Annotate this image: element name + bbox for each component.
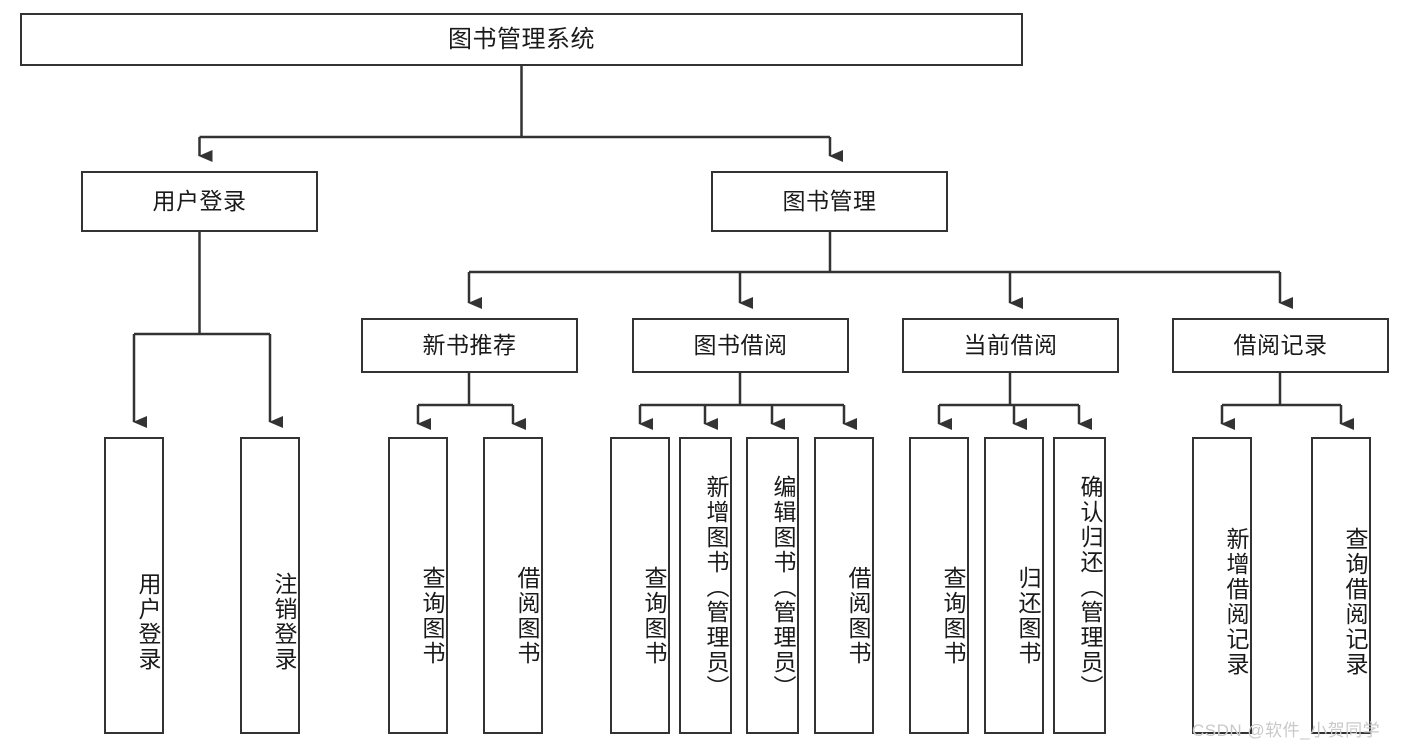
node-user-login[interactable]: 用户登录 <box>81 171 318 232</box>
node-label: 查询图书 <box>641 565 667 666</box>
node-label: 借阅图书 <box>845 565 871 666</box>
node-book-manage[interactable]: 图书管理 <box>711 171 948 232</box>
node-leaf-query-book-2[interactable]: 查询图书 <box>610 437 670 734</box>
node-leaf-confirm-return-admin[interactable]: 确认归还（管理员） <box>1053 437 1106 734</box>
node-new-book-recommend[interactable]: 新书推荐 <box>361 318 578 373</box>
node-label: 注销登录 <box>271 571 297 672</box>
node-label: 用户登录 <box>135 571 161 672</box>
node-label: 新增借阅记录 <box>1223 526 1249 677</box>
node-label: 当前借阅 <box>963 332 1058 359</box>
node-leaf-user-login[interactable]: 用户登录 <box>104 437 164 734</box>
node-label: 图书管理系统 <box>448 25 595 53</box>
node-leaf-edit-book-admin[interactable]: 编辑图书（管理员） <box>746 437 799 734</box>
node-label: 查询图书 <box>419 565 445 666</box>
node-label: 用户登录 <box>152 188 247 215</box>
node-root-system[interactable]: 图书管理系统 <box>20 13 1023 66</box>
node-label: 确认归还（管理员） <box>1077 475 1103 700</box>
node-label: 新增图书（管理员） <box>703 475 729 700</box>
node-label: 借阅图书 <box>514 565 540 666</box>
node-label: 图书管理 <box>782 188 877 215</box>
node-label: 查询图书 <box>940 565 966 666</box>
node-leaf-query-book-3[interactable]: 查询图书 <box>909 437 969 734</box>
node-label: 查询借阅记录 <box>1342 526 1368 677</box>
node-current-borrow[interactable]: 当前借阅 <box>902 318 1119 373</box>
node-leaf-query-book-1[interactable]: 查询图书 <box>388 437 448 734</box>
node-leaf-borrow-book-2[interactable]: 借阅图书 <box>814 437 874 734</box>
node-leaf-add-borrow-record[interactable]: 新增借阅记录 <box>1192 437 1252 734</box>
node-borrow-record[interactable]: 借阅记录 <box>1172 318 1389 373</box>
node-label: 新书推荐 <box>422 332 517 359</box>
node-leaf-logout-login[interactable]: 注销登录 <box>240 437 300 734</box>
node-leaf-return-book[interactable]: 归还图书 <box>984 437 1044 734</box>
node-leaf-query-borrow-record[interactable]: 查询借阅记录 <box>1311 437 1371 734</box>
node-label: 编辑图书（管理员） <box>770 475 796 700</box>
node-label: 图书借阅 <box>693 332 788 359</box>
node-label: 借阅记录 <box>1233 332 1328 359</box>
csdn-watermark: CSDN @软件_小贺同学 <box>1192 721 1381 740</box>
node-leaf-borrow-book-1[interactable]: 借阅图书 <box>483 437 543 734</box>
node-label: 归还图书 <box>1015 565 1041 666</box>
node-book-borrow[interactable]: 图书借阅 <box>632 318 849 373</box>
node-leaf-add-book-admin[interactable]: 新增图书（管理员） <box>679 437 732 734</box>
